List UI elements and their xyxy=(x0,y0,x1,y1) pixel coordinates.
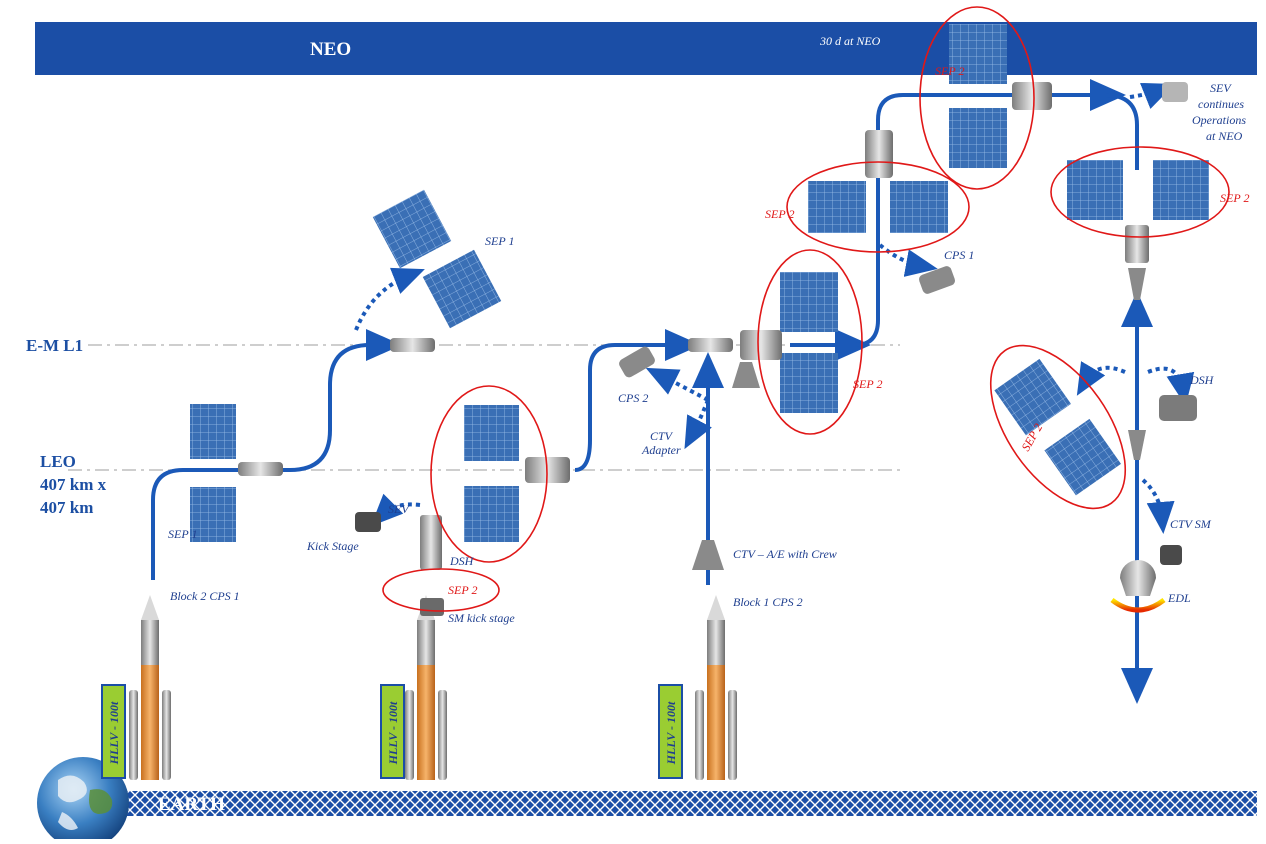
ctv-adapter-label-1: CTV xyxy=(650,429,674,443)
leo-label-line2: 407 km x xyxy=(40,475,107,494)
separation-arrows xyxy=(354,82,1195,534)
sep2-return-label: SEP 2 xyxy=(1220,191,1249,205)
svg-text:HLLV - 100t: HLLV - 100t xyxy=(107,701,121,765)
sev-continues-label-3: Operations xyxy=(1192,113,1246,127)
ctv-adapter-label-2: Adapter xyxy=(641,443,681,457)
cps2-label: CPS 2 xyxy=(618,391,648,405)
sep1-launch-label: SEP 1 xyxy=(168,527,197,541)
trajectory-sep2 xyxy=(574,329,701,472)
hllv-label-2: HLLV - 100t xyxy=(380,684,405,779)
trajectory-ascent-neo xyxy=(854,79,1126,347)
ctv-crew-label: CTV – A/E with Crew xyxy=(733,547,837,561)
sm-kick-stage-label: SM kick stage xyxy=(448,611,515,625)
svg-text:HLLV - 100t: HLLV - 100t xyxy=(664,701,678,765)
sep1-release-label: SEP 1 xyxy=(485,234,514,248)
sev-continues-label-2: continues xyxy=(1198,97,1244,111)
spacecraft-modules xyxy=(238,82,1197,616)
em-l1-label: E-M L1 xyxy=(26,336,83,355)
sep2-stack-label: SEP 2 xyxy=(448,583,477,597)
svg-text:HLLV - 100t: HLLV - 100t xyxy=(386,701,400,765)
sep2-top-label: SEP 2 xyxy=(935,64,964,78)
trajectory-sep1 xyxy=(151,329,402,580)
sev-continues-label-4: at NEO xyxy=(1206,129,1243,143)
leo-label-line1: LEO xyxy=(40,452,76,471)
neo-duration-note: 30 d at NEO xyxy=(819,34,881,48)
hllv-label-1: HLLV - 100t xyxy=(101,684,126,779)
solar-panels xyxy=(190,24,1209,542)
sep2-l1-label: SEP 2 xyxy=(765,207,794,221)
earth-band-title: EARTH xyxy=(158,794,225,815)
block2-cps1-label: Block 2 CPS 1 xyxy=(170,589,240,603)
block1-cps2-label: Block 1 CPS 2 xyxy=(733,595,803,609)
hllv-rocket-2 xyxy=(405,595,447,780)
earth-band xyxy=(60,791,1257,816)
leo-label-line3: 407 km xyxy=(40,498,93,517)
neo-band-title: NEO xyxy=(310,39,351,60)
ctv-sm-label: CTV SM xyxy=(1170,517,1212,531)
kick-stage-label: Kick Stage xyxy=(306,539,359,553)
neo-band xyxy=(35,22,1257,75)
sev-label: SEV xyxy=(388,502,410,516)
dsh-stack-label: DSH xyxy=(449,554,475,568)
hllv-rocket-1 xyxy=(129,595,171,780)
edl-label: EDL xyxy=(1167,591,1191,605)
highlight-ellipses xyxy=(382,6,1230,612)
sep2-mid-label: SEP 2 xyxy=(853,377,882,391)
dsh-return-label: DSH xyxy=(1189,373,1215,387)
hllv-label-3: HLLV - 100t xyxy=(658,684,683,779)
hllv-rocket-3 xyxy=(695,595,737,780)
trajectory-return xyxy=(1104,93,1139,170)
sev-continues-label-1: SEV xyxy=(1210,81,1232,95)
cps1-label: CPS 1 xyxy=(944,248,974,262)
